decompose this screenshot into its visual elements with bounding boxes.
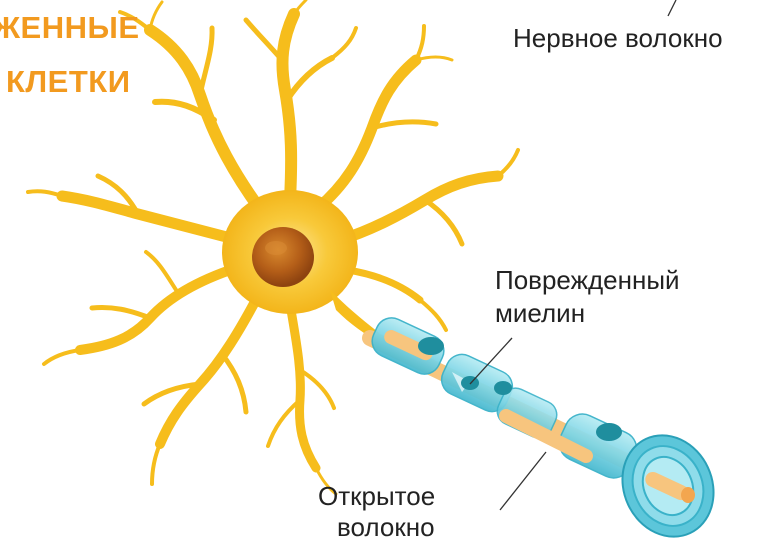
dendrite [420,300,446,330]
schwann-nucleus [596,423,622,441]
dendrite [152,444,160,484]
dendrite [150,2,162,30]
leader-line-open-fiber [500,452,546,510]
dendrite [92,307,150,318]
schwann-nucleus [461,376,479,390]
dendrite [222,354,246,412]
label-open-fiber-line-1: Открытое [318,482,435,511]
label-damaged-myelin-line-2: миелин [495,299,585,328]
dendrite [44,350,80,364]
dendrite [282,14,294,200]
dendrite [340,176,498,240]
dendrite [290,304,316,468]
dendrite [425,200,462,244]
dendrite [332,28,356,58]
dendrite [318,60,416,208]
nucleus [252,227,314,287]
dendrite [200,28,212,95]
dendrite [246,20,282,60]
dendrite [150,30,262,212]
schwann-nucleus [494,381,512,395]
dendrite [160,296,258,444]
page-title-line-1: ЖЕННЫЕ [0,12,140,43]
label-open-fiber-line-2: волокно [337,513,435,542]
dendrite [294,0,306,14]
dendrite [62,196,238,240]
label-nerve-fiber: Нервное волокно [513,24,723,53]
dendrite [498,150,518,176]
page-title-line-2: КЛЕТКИ [6,66,131,97]
dendrite [372,122,436,128]
dendrite [416,57,452,60]
schwann-nucleus [418,337,444,355]
dendrite [348,270,420,300]
leader-line-nerve-fiber [668,0,676,16]
dendrite [268,400,300,446]
dendrite [28,191,62,196]
dendrite [146,252,180,296]
dendrite [287,58,332,100]
dendrite [416,26,424,60]
dendrite [300,370,334,408]
label-damaged-myelin-line-1: Поврежденный [495,266,680,295]
